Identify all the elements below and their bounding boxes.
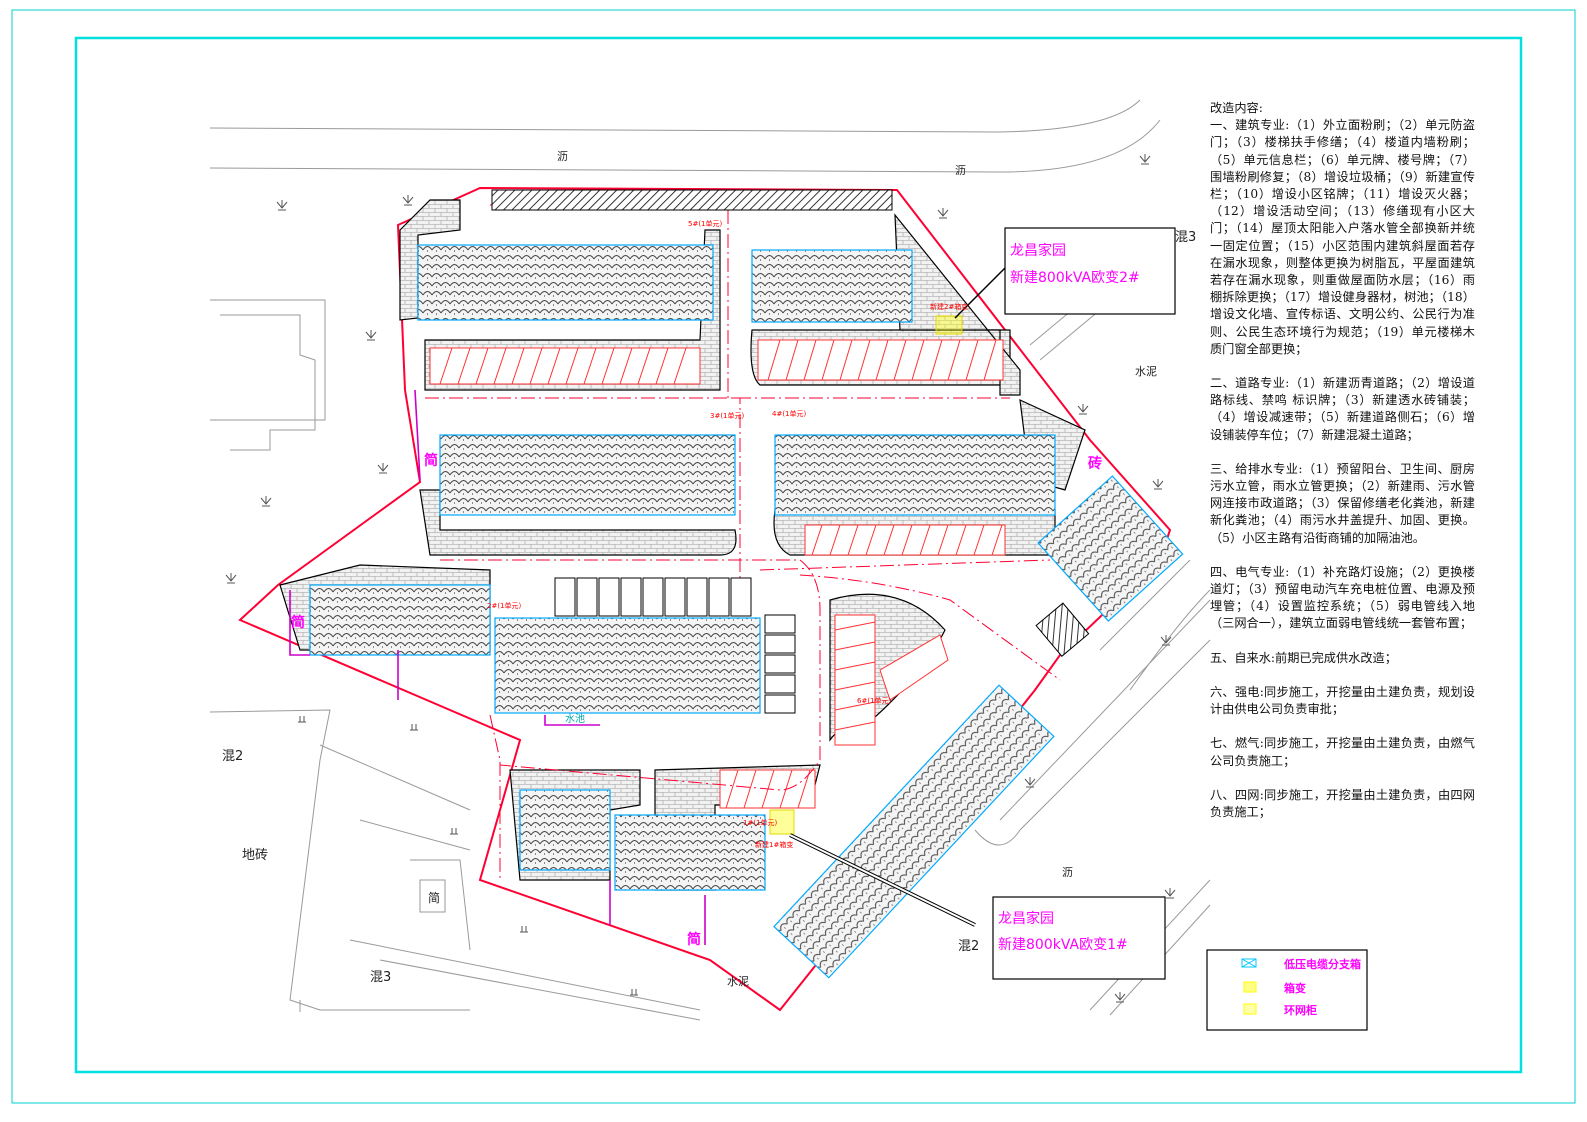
street-lines xyxy=(209,99,1211,1021)
label-brick: 砖 xyxy=(1088,455,1102,472)
notes-heading: 改造内容: xyxy=(1210,101,1263,115)
label-bldg-3: 3#(1单元) xyxy=(710,411,745,420)
legend-label-cable-box: 低压电缆分支箱 xyxy=(1283,957,1361,971)
legend-label-box-transformer: 箱变 xyxy=(1284,981,1306,995)
title-bottom-line2: 新建800kVA欧变1# xyxy=(998,937,1128,953)
label-bldg-5: 5#(1单元) xyxy=(688,219,723,228)
label-bldg-1: 1#(1单元) xyxy=(743,818,778,827)
callout-line-2 xyxy=(954,264,1009,319)
building-2 xyxy=(494,617,761,714)
notes-section-water-supply: 五、自来水:前期已完成供水改造； xyxy=(1210,650,1397,665)
parking-stripes-3 xyxy=(811,524,1003,556)
east-wall xyxy=(1035,602,1090,657)
notes-section-strong-power: 六、强电:同步施工，开挖量由土建负责，规划设计由供电公司负责审批； xyxy=(1210,684,1475,717)
cable-box-icon xyxy=(1241,958,1257,968)
pink-walls xyxy=(289,389,706,945)
north-wall xyxy=(491,189,893,211)
label-transformer-2: 新建2#箱变 xyxy=(930,302,968,311)
sheet-outer-frame xyxy=(11,9,1576,1104)
building-3 xyxy=(439,434,736,516)
parking-stripes-1 xyxy=(439,347,687,385)
building-4 xyxy=(774,434,1056,516)
title-block-top: 龙昌家园 新建800kVA欧变2# xyxy=(1004,227,1176,315)
label-floor-tile: 地砖 xyxy=(242,848,268,863)
label-asphalt-1: 沥 xyxy=(557,150,568,163)
title-top-line2: 新建800kVA欧变2# xyxy=(1010,270,1140,286)
label-mix2-1: 混2 xyxy=(222,749,243,764)
label-mix3-1: 混3 xyxy=(370,970,391,985)
building-small-sw xyxy=(519,789,611,871)
legend-label-ring-main-unit: 环网柜 xyxy=(1284,1003,1317,1017)
label-mix2-2: 混2 xyxy=(958,939,979,954)
ring-main-unit-icon xyxy=(1243,1003,1257,1015)
label-bldg-2: 2#(1单元) xyxy=(487,601,522,610)
label-bldg-6: 6#(1单元) xyxy=(857,696,892,705)
transformer-1-marker xyxy=(769,809,795,835)
label-bldg-4: 4#(1单元) xyxy=(772,409,807,418)
notes-section-roads: 二、道路专业:（1）新建沥青道路；（2）增设道路标线、禁鸣 标识牌；（3）新建透… xyxy=(1210,376,1475,442)
notes-section-plumbing: 三、给排水专业:（1）预留阳台、卫生间、厨房污水立管，雨水立管更换；（2）新建雨… xyxy=(1210,461,1475,545)
parking-stripes-4 xyxy=(834,621,876,731)
label-cement-2: 水泥 xyxy=(727,975,749,988)
site-boundary xyxy=(238,186,1172,1012)
notes-section-gas: 七、燃气:同步施工，开挖量由土建负责，由燃气公司负责施工； xyxy=(1210,736,1475,768)
notes-section-architecture: 一、建筑专业:（1）外立面粉刷；（2）单元防盗门；（3）楼梯扶手修缮；（4）楼道… xyxy=(1210,118,1475,356)
transformer-2-marker xyxy=(935,315,963,335)
label-asphalt-3: 沥 xyxy=(1062,866,1073,879)
title-top-line1: 龙昌家园 xyxy=(1010,242,1066,259)
label-asphalt-2: 沥 xyxy=(955,164,966,177)
legend: 低压电缆分支箱 箱变 环网柜 xyxy=(1206,949,1368,1031)
sheet-inner-frame xyxy=(74,36,1523,1074)
title-bottom-line1: 龙昌家园 xyxy=(998,910,1054,927)
label-transformer-1: 新建1#箱变 xyxy=(755,840,793,849)
title-block-bottom: 龙昌家园 新建800kVA欧变1# xyxy=(992,896,1166,980)
box-transformer-icon xyxy=(1243,981,1257,993)
building-1 xyxy=(614,814,766,891)
building-east-block xyxy=(1037,475,1184,622)
building-2-north xyxy=(751,249,913,323)
label-water: 水池 xyxy=(565,712,585,725)
buildings xyxy=(309,244,1184,979)
vegetation-symbols xyxy=(225,154,1176,1003)
building-5 xyxy=(417,244,714,321)
notes-section-electrical: 四、电气专业:（1）补充路灯设施；（2）更换楼道灯；（3）预留电动汽车充电桩位置… xyxy=(1210,564,1475,631)
label-cement-1: 水泥 xyxy=(1135,365,1157,378)
label-jian-1: 简 xyxy=(424,452,438,469)
notes-section-four-networks: 八、四网:同步施工，开挖量由土建负责，由四网负责施工； xyxy=(1210,787,1475,819)
label-jian-3: 简 xyxy=(687,931,701,948)
building-6-west xyxy=(309,584,491,656)
building-long-east xyxy=(773,684,1055,979)
parking-stripes-2 xyxy=(767,339,997,381)
garages xyxy=(554,577,796,714)
renovation-notes: 改造内容: 一、建筑专业:（1）外立面粉刷；（2）单元防盗门；（3）楼梯扶手修缮… xyxy=(1210,100,1475,838)
label-jian-2: 简 xyxy=(291,614,305,631)
label-mix3-2: 混3 xyxy=(1175,230,1196,245)
label-jian-sw: 简 xyxy=(428,891,440,905)
